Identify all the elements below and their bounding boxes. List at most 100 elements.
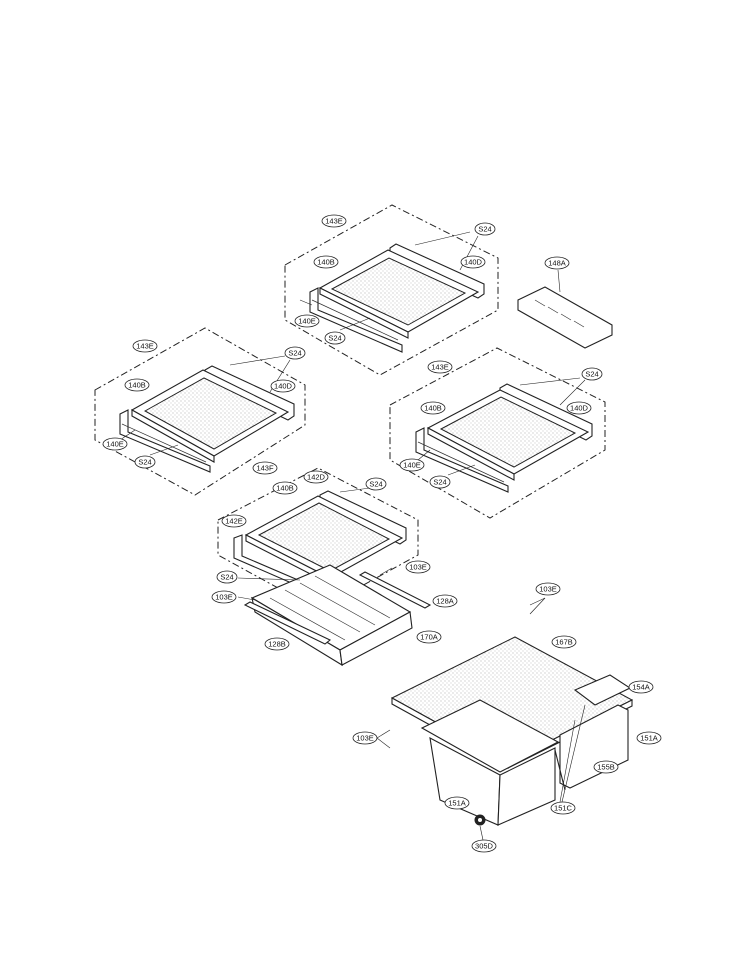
svg-text:140E: 140E xyxy=(298,317,316,326)
svg-text:140B: 140B xyxy=(276,484,294,493)
svg-text:103E: 103E xyxy=(356,734,374,743)
label-140B-left: 140B xyxy=(124,378,150,392)
label-143E-right: 143E xyxy=(427,360,453,374)
svg-text:S24: S24 xyxy=(288,349,301,358)
shelf-glass-left xyxy=(143,377,278,450)
svg-text:S24: S24 xyxy=(138,458,151,467)
side-rail-left xyxy=(119,409,211,473)
svg-text:167B: 167B xyxy=(555,638,573,647)
dashed-outline-left xyxy=(94,327,306,496)
label-140D-right: 140D xyxy=(566,401,592,415)
slide-rail-128A xyxy=(358,571,432,609)
svg-text:170A: 170A xyxy=(420,633,438,642)
label-148A: 148A xyxy=(544,256,570,270)
label-142D: 142D xyxy=(303,470,329,484)
svg-text:S24: S24 xyxy=(478,225,491,234)
svg-text:140D: 140D xyxy=(464,258,483,267)
svg-text:103E: 103E xyxy=(215,593,233,602)
svg-text:140D: 140D xyxy=(570,404,589,413)
label-s24-top-a: S24 xyxy=(474,222,496,236)
label-151A-left: 151A xyxy=(444,796,470,810)
side-rail-right xyxy=(415,427,509,493)
slide-rail-128B xyxy=(243,601,332,645)
svg-text:140B: 140B xyxy=(424,404,442,413)
label-s24-left-b: S24 xyxy=(134,455,156,469)
label-140B-low: 140B xyxy=(272,481,298,495)
svg-text:148A: 148A xyxy=(548,259,566,268)
svg-text:128B: 128B xyxy=(268,640,286,649)
shelf-assembly-top xyxy=(284,204,499,376)
label-140E-top: 140E xyxy=(294,314,320,328)
svg-text:143E: 143E xyxy=(136,342,154,351)
shelf-assembly-lower xyxy=(217,467,432,667)
label-s24-right-b: S24 xyxy=(429,475,451,489)
label-140E-left: 140E xyxy=(102,437,128,451)
svg-text:140B: 140B xyxy=(317,258,335,267)
label-s24-right-a: S24 xyxy=(581,367,603,381)
svg-text:S24: S24 xyxy=(328,334,341,343)
shelf-glass-right xyxy=(439,396,577,468)
dashed-outline-right xyxy=(389,347,606,519)
svg-text:140E: 140E xyxy=(403,461,421,470)
label-103E-a: 103E xyxy=(405,560,431,574)
bracket-body xyxy=(517,286,613,349)
svg-text:S24: S24 xyxy=(220,573,233,582)
label-140D-top: 140D xyxy=(460,255,486,269)
label-s24-top-b: S24 xyxy=(324,331,346,345)
dashed-outline-top xyxy=(284,204,499,376)
svg-text:151C: 151C xyxy=(554,804,573,813)
svg-text:140B: 140B xyxy=(128,381,146,390)
label-128B: 128B xyxy=(264,637,290,651)
screw-leads xyxy=(237,567,546,749)
svg-text:103E: 103E xyxy=(409,563,427,572)
shelf-assembly-left xyxy=(94,327,306,496)
callout-labels: 143E S24 140B 140D 140E S24 148A 143E S2… xyxy=(102,214,662,853)
label-154A: 154A xyxy=(628,680,654,694)
label-151C: 151C xyxy=(550,801,576,815)
svg-text:S24: S24 xyxy=(433,478,446,487)
svg-text:151A: 151A xyxy=(640,734,658,743)
svg-text:305D: 305D xyxy=(475,842,494,851)
svg-text:142D: 142D xyxy=(307,473,326,482)
label-s24-low-b: S24 xyxy=(216,570,238,584)
label-143E-left: 143E xyxy=(132,339,158,353)
svg-text:103E: 103E xyxy=(539,585,557,594)
bracket-148A xyxy=(517,269,613,349)
svg-text:154A: 154A xyxy=(632,683,650,692)
label-103E-d: 103E xyxy=(352,731,378,745)
crisper-bin-left-top xyxy=(420,699,560,773)
crisper-assembly xyxy=(390,636,634,841)
svg-text:142E: 142E xyxy=(225,517,243,526)
shelf-glass-top xyxy=(330,257,467,326)
svg-text:140E: 140E xyxy=(106,440,124,449)
label-143E-top: 143E xyxy=(321,214,347,228)
dashed-outline-lower xyxy=(217,467,419,611)
svg-text:S24: S24 xyxy=(585,370,598,379)
label-s24-low-a: S24 xyxy=(365,477,387,491)
label-170A: 170A xyxy=(416,630,442,644)
svg-text:140D: 140D xyxy=(274,382,293,391)
label-140E-right: 140E xyxy=(399,458,425,472)
label-305D: 305D xyxy=(471,839,497,853)
label-155B: 155B xyxy=(593,760,619,774)
svg-text:151A: 151A xyxy=(448,799,466,808)
side-rail-top xyxy=(309,287,403,353)
svg-text:128A: 128A xyxy=(436,597,454,606)
svg-text:143F: 143F xyxy=(256,464,274,473)
label-143F: 143F xyxy=(252,461,278,475)
svg-text:143E: 143E xyxy=(431,363,449,372)
svg-text:143E: 143E xyxy=(325,217,343,226)
label-140D-left: 140D xyxy=(270,379,296,393)
label-s24-left-a: S24 xyxy=(284,346,306,360)
shelf-assembly-right xyxy=(389,347,606,519)
svg-text:S24: S24 xyxy=(369,480,382,489)
label-128A: 128A xyxy=(432,594,458,608)
shelf-glass-lower xyxy=(257,502,391,572)
label-140B-right: 140B xyxy=(420,401,446,415)
svg-text:155B: 155B xyxy=(597,763,615,772)
label-167B: 167B xyxy=(551,635,577,649)
label-103E-b: 103E xyxy=(211,590,237,604)
label-140B-top: 140B xyxy=(313,255,339,269)
label-151A-right: 151A xyxy=(636,731,662,745)
